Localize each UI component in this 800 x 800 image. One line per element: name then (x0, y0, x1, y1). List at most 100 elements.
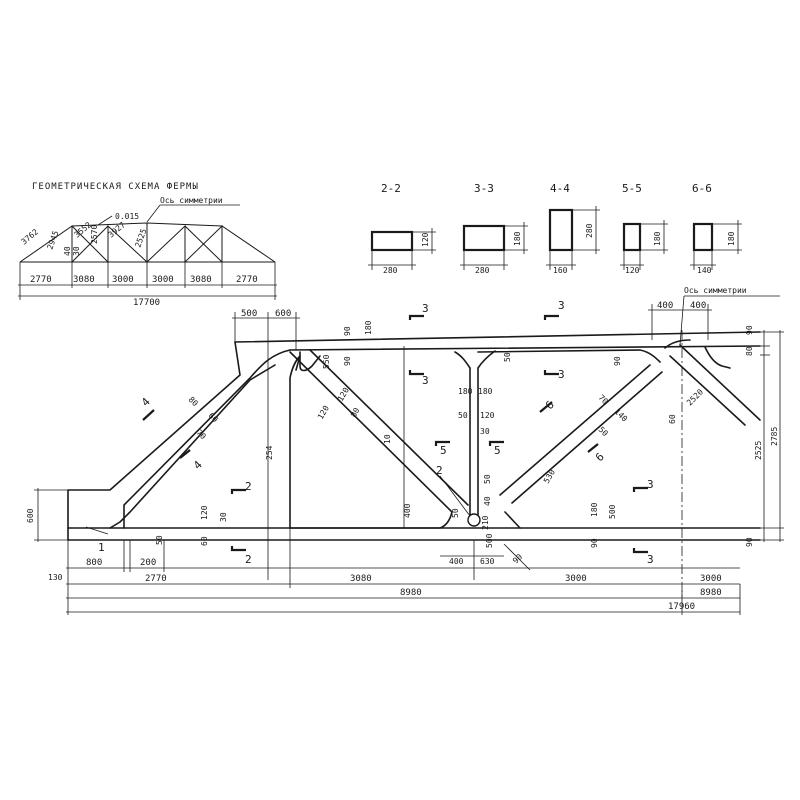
scheme-panel: 2770 (30, 275, 52, 285)
scheme-symmetry-arrow (146, 204, 161, 223)
section-width: 280 (475, 266, 490, 275)
panel-right-top (477, 349, 661, 363)
section-width: 140 (697, 266, 712, 275)
scheme-total: 17700 (133, 298, 160, 308)
cut-mark (539, 401, 553, 413)
dim-text: 80 (349, 406, 362, 419)
support-outer (67, 341, 241, 541)
dim-text: 550 (322, 354, 331, 369)
diagonal-2-b (511, 371, 663, 504)
scheme-member-len: 2945 (45, 229, 60, 250)
dim-text: 90 (343, 356, 352, 366)
dim-text: 90 (343, 326, 352, 336)
scheme-web (184, 225, 223, 263)
cut-mark (408, 314, 424, 320)
scheme-symmetry-label: Ось симметрии (160, 196, 223, 205)
end-diagonal-inner (123, 349, 291, 529)
dim-text: 50 (458, 411, 468, 420)
cut-label: 3 (558, 299, 565, 312)
dim-text: 254 (265, 445, 274, 460)
panel-left-base (289, 511, 453, 529)
truss-elevation: 2 2 3 3 3 3 3 3 4 4 5 5 (26, 286, 784, 615)
panel-left-edge (289, 355, 301, 529)
dim-text: 60 (207, 411, 220, 424)
dim-text: 180 (478, 387, 493, 396)
dim-text: 400 (690, 301, 706, 311)
dim-text: 17960 (668, 602, 695, 612)
cut-label: 3 (422, 302, 429, 315)
cut-label: 5 (494, 444, 501, 457)
scheme-member-len: 2570 (90, 225, 99, 244)
support-inner (109, 364, 276, 529)
dim-text: 10 (383, 434, 392, 444)
dim-text: 60 (668, 414, 677, 424)
scheme-panel: 3080 (190, 275, 212, 285)
cut-label: 3 (422, 374, 429, 387)
section-cut-2: 2 2 (230, 480, 252, 566)
dim-text: 600 (275, 309, 291, 319)
scheme-panel: 3080 (73, 275, 95, 285)
cut-label: 2 (245, 553, 252, 566)
dim-text: 2525 (754, 441, 763, 460)
dim-text: 30 (480, 427, 490, 436)
section-6-6 (692, 222, 714, 252)
right-node (664, 339, 691, 349)
cut-mark (543, 370, 559, 376)
node-2-leader (439, 475, 471, 517)
top-haunch (299, 351, 321, 372)
dim-text: 210 (481, 515, 490, 530)
dim-text: 500 (241, 309, 257, 319)
cut-mark (488, 440, 504, 446)
scheme-member-len: 2525 (133, 227, 148, 248)
dim-text: 130 (48, 573, 63, 582)
dim-text: 8980 (400, 588, 422, 598)
cut-label: 6 (543, 398, 557, 412)
cut-label: 3 (558, 368, 565, 381)
scheme-panel: 3000 (152, 275, 174, 285)
dim-text: 800 (86, 558, 102, 568)
dim-text: 180 (458, 387, 473, 396)
dim-text: 50 (155, 535, 164, 545)
section-height: 280 (585, 223, 594, 238)
cut-mark (587, 443, 599, 453)
dim-text: 60 (200, 536, 209, 546)
cut-label: 3 (647, 553, 654, 566)
cut-label: 3 (647, 478, 654, 491)
main-symmetry-label: Ось симметрии (684, 286, 747, 295)
section-height: 180 (653, 231, 662, 246)
cut-mark (408, 370, 424, 376)
section-cut-5: 5 5 (434, 440, 504, 457)
dim-text: 500 (485, 533, 494, 548)
cut-mark (434, 440, 450, 446)
dim-text: 400 (657, 301, 673, 311)
dim-text: 2770 (145, 574, 167, 584)
diagonal-2-a (499, 364, 651, 496)
scheme-panel: 2770 (236, 275, 258, 285)
section-label: 2-2 (381, 182, 401, 195)
dim-text: 80 (187, 395, 200, 408)
centre-haunch-l (454, 351, 471, 369)
cut-mark (230, 546, 246, 552)
symmetry-node (704, 346, 731, 369)
scheme-slope-leader (97, 215, 113, 226)
top-chord-inner (289, 345, 761, 351)
dim-text: 90 (511, 552, 524, 565)
dim-text: 600 (26, 508, 35, 523)
node-mark-2: 2 (436, 464, 443, 477)
cut-label: 4 (191, 458, 205, 472)
section-width: 280 (383, 266, 398, 275)
section-height: 120 (421, 232, 430, 247)
dim-text: 70 (597, 393, 610, 406)
node-mark-1: 1 (98, 541, 105, 554)
dim-text: 180 (590, 502, 599, 517)
dim-text: 8980 (700, 588, 722, 598)
scheme-web (146, 224, 223, 264)
dim-text: 400 (403, 503, 412, 518)
section-4-4 (548, 208, 574, 252)
section-cut-3: 3 3 3 3 3 3 (408, 299, 654, 566)
cut-mark (632, 548, 648, 554)
cut-label: 4 (139, 395, 153, 409)
scheme-web (71, 225, 109, 263)
